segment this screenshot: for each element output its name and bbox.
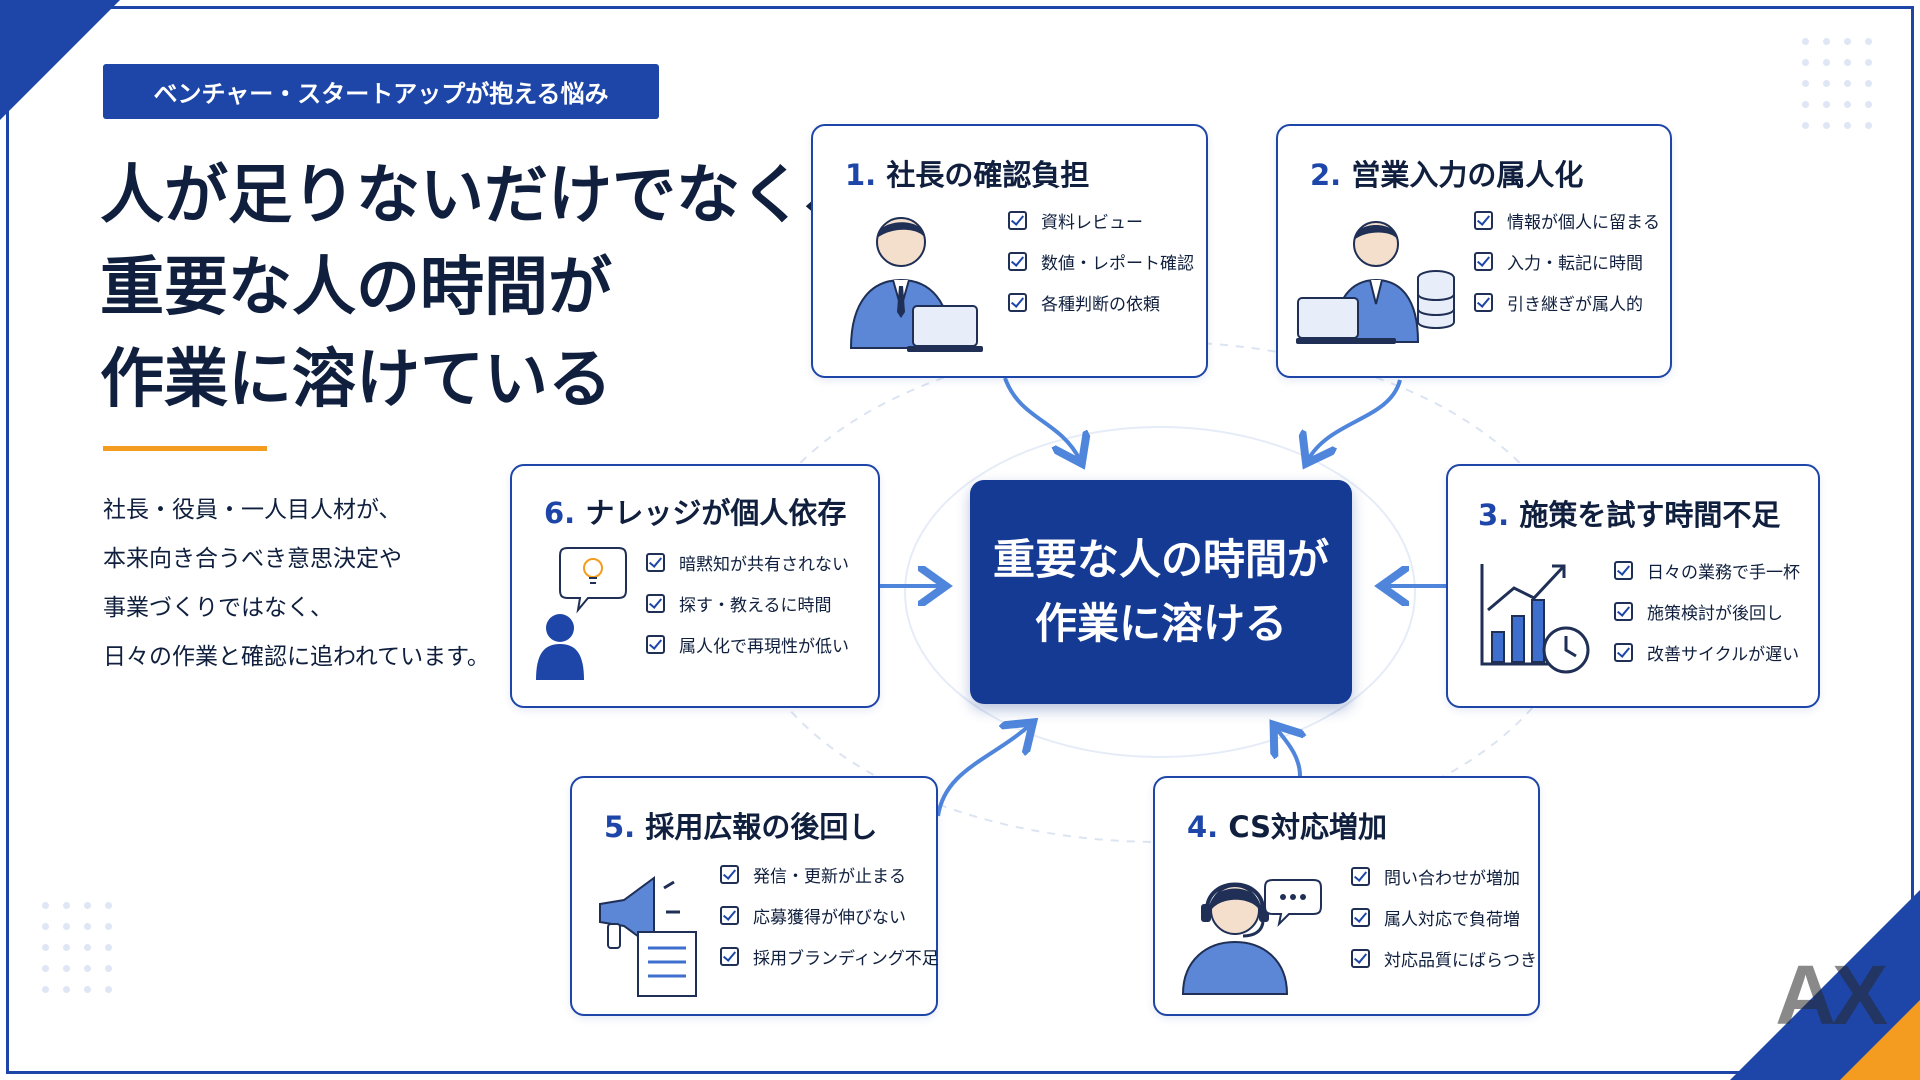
arrow-from-card-4 (1276, 728, 1300, 777)
card-1-title: 1. 社長の確認負担 (845, 152, 1089, 194)
checkbox-icon (1614, 602, 1633, 621)
executive-laptop-icon (849, 217, 983, 352)
card-5-number: 5. (604, 810, 636, 844)
card-4-title: 4. CS対応増加 (1187, 804, 1387, 846)
checkbox-icon (1008, 252, 1027, 271)
description: 社長・役員・一人目人材が、 本来向き合うべき意思決定や 事業づくりではなく、 日… (103, 486, 523, 682)
central-concept-line-1: 重要な人の時間が (992, 535, 1329, 584)
card-3-number: 3. (1478, 498, 1510, 532)
card-1-item-3: 各種判断の依頼 (1008, 282, 1194, 323)
card-4-item-2: 属人対応で負荷増 (1351, 897, 1537, 938)
headline-line-2: 重要な人の時間が (100, 251, 612, 325)
card-2-title-text: 営業入力の属人化 (1351, 158, 1584, 192)
checkbox-icon (646, 594, 665, 613)
checkbox-icon (720, 865, 739, 884)
card-3-checklist: 日々の業務で手一杯 施策検討が後回し 改善サイクルが遅い (1614, 550, 1800, 673)
card-1-title-text: 社長の確認負担 (886, 158, 1090, 192)
card-6-title-text: ナレッジが個人依存 (585, 496, 847, 530)
checkbox-icon (720, 906, 739, 925)
description-line-1: 社長・役員・一人目人材が、 (103, 497, 402, 523)
card-3: 3. 施策を試す時間不足 日々の業務で手一杯 施策検討が後回し 改善サイクルが遅… (1446, 464, 1820, 708)
card-3-title-text: 施策を試す時間不足 (1519, 498, 1781, 532)
card-3-item-3: 改善サイクルが遅い (1614, 632, 1800, 673)
card-2-item-3: 引き継ぎが属人的 (1474, 282, 1660, 323)
card-2-number: 2. (1310, 158, 1342, 192)
headline-underline (103, 446, 267, 451)
card-2-title: 2. 営業入力の属人化 (1310, 152, 1583, 194)
card-6-number: 6. (544, 496, 576, 530)
card-3-item-2: 施策検討が後回し (1614, 591, 1800, 632)
description-line-2: 本来向き合うべき意思決定や (103, 546, 402, 572)
megaphone-icon (599, 876, 697, 997)
card-3-item-1: 日々の業務で手一杯 (1614, 550, 1800, 591)
checkbox-icon (1614, 643, 1633, 662)
card-4-number: 4. (1187, 810, 1219, 844)
card-6-item-2: 探す・教えるに時間 (646, 583, 849, 624)
checkbox-icon (1474, 252, 1493, 271)
support-headset-icon (1181, 879, 1322, 995)
dot-grid-top-right (1802, 38, 1872, 129)
corner-accent-bottom-right (1840, 1000, 1920, 1080)
dot-grid-bottom-left (42, 902, 112, 993)
checkbox-icon (1351, 867, 1370, 886)
card-1-checklist: 資料レビュー 数値・レポート確認 各種判断の依頼 (1008, 200, 1194, 323)
card-4-title-text: CS対応増加 (1228, 810, 1388, 844)
orbit-ring-inner (904, 426, 1416, 758)
card-6-item-3: 属人化で再現性が低い (646, 624, 849, 665)
card-1-item-2: 数値・レポート確認 (1008, 241, 1194, 282)
checkbox-icon (646, 635, 665, 654)
card-2-checklist: 情報が個人に留まる 入力・転記に時間 引き継ぎが属人的 (1474, 200, 1660, 323)
card-5-title-text: 採用広報の後回し (645, 810, 878, 844)
card-2-item-1: 情報が個人に留まる (1474, 200, 1660, 241)
checkbox-icon (720, 947, 739, 966)
card-5: 5. 採用広報の後回し 発信・更新が止まる 応募獲得が伸びない 採用ブランディン… (570, 776, 939, 1016)
headline: 人が足りないだけでなく、 重要な人の時間が 作業に溶けている (100, 150, 868, 426)
corner-decoration-top-left (0, 0, 120, 120)
card-5-item-1: 発信・更新が止まる (720, 854, 939, 895)
card-5-checklist: 発信・更新が止まる 応募獲得が伸びない 採用ブランディング不足 (720, 854, 939, 977)
card-1-number: 1. (845, 158, 877, 192)
description-line-4: 日々の作業と確認に追われています。 (103, 644, 490, 670)
card-1-item-1: 資料レビュー (1008, 200, 1194, 241)
checkbox-icon (1008, 293, 1027, 312)
checkbox-icon (1474, 293, 1493, 312)
card-6-checklist: 暗黙知が共有されない 探す・教えるに時間 属人化で再現性が低い (646, 542, 849, 665)
arrow-from-card-1 (1003, 377, 1080, 460)
card-1: 1. 社長の確認負担 資料レビュー 数値・レポート確認 各種判断の依頼 (811, 124, 1208, 378)
checkbox-icon (1351, 908, 1370, 927)
card-2: 2. 営業入力の属人化 情報が個人に留まる 入力・転記に時間 引き継ぎが属人的 (1276, 124, 1672, 378)
checkbox-icon (1351, 949, 1370, 968)
card-2-item-2: 入力・転記に時間 (1474, 241, 1660, 282)
card-6: 6. ナレッジが個人依存 暗黙知が共有されない 探す・教えるに時間 属人化で再現… (510, 464, 880, 708)
card-6-item-1: 暗黙知が共有されない (646, 542, 849, 583)
headline-line-3: 作業に溶けている (100, 343, 612, 417)
checkbox-icon (1614, 561, 1633, 580)
card-3-title: 3. 施策を試す時間不足 (1478, 492, 1780, 534)
arrow-from-card-5 (936, 725, 1030, 817)
card-4-item-3: 対応品質にばらつき (1351, 938, 1537, 979)
arrow-from-card-2 (1308, 379, 1402, 460)
person-idea-icon (536, 547, 627, 680)
sales-database-icon (1296, 221, 1455, 344)
logo-watermark: AX (1775, 948, 1888, 1042)
card-6-title: 6. ナレッジが個人依存 (544, 490, 846, 532)
card-5-item-3: 採用ブランディング不足 (720, 936, 939, 977)
card-5-title: 5. 採用広報の後回し (604, 804, 877, 846)
card-4: 4. CS対応増加 問い合わせが増加 属人対応で負荷増 対応品質にばらつき (1153, 776, 1540, 1016)
central-concept-line-2: 作業に溶ける (1034, 599, 1287, 648)
checkbox-icon (1008, 211, 1027, 230)
checkbox-icon (1474, 211, 1493, 230)
description-line-3: 事業づくりではなく、 (103, 595, 333, 621)
page-frame (6, 6, 1914, 1074)
checkbox-icon (646, 553, 665, 572)
central-concept-box: 重要な人の時間が 作業に溶ける (970, 480, 1352, 704)
card-4-item-1: 問い合わせが増加 (1351, 856, 1537, 897)
category-tag: ベンチャー・スタートアップが抱える悩み (103, 64, 659, 119)
headline-line-1: 人が足りないだけでなく、 (100, 159, 868, 233)
growth-chart-clock-icon (1480, 564, 1590, 674)
card-5-item-2: 応募獲得が伸びない (720, 895, 939, 936)
card-4-checklist: 問い合わせが増加 属人対応で負荷増 対応品質にばらつき (1351, 856, 1537, 979)
